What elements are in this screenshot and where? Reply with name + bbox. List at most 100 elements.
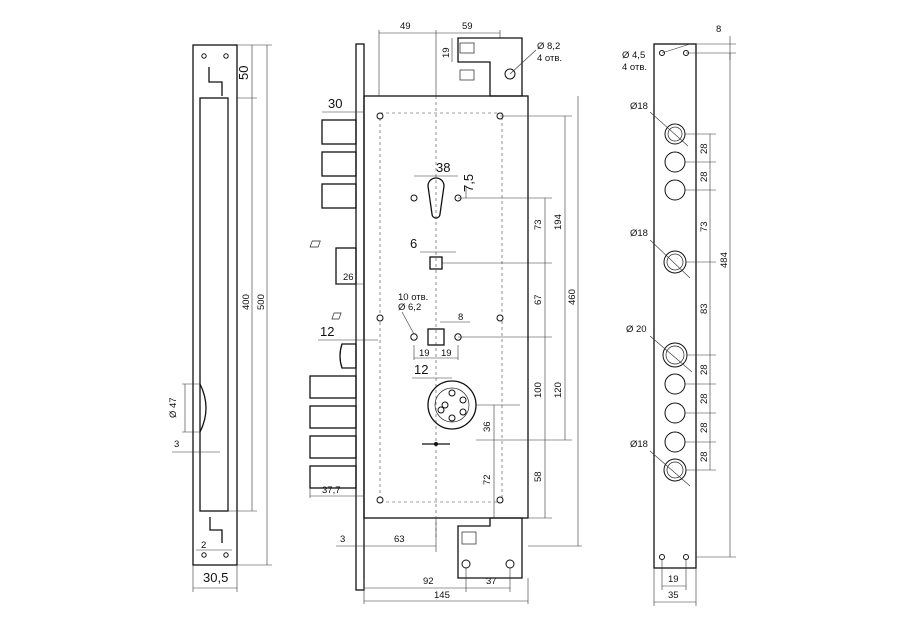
dim-label: Ø 47 xyxy=(168,397,179,418)
right-leader-line xyxy=(649,111,689,147)
front-hole-pattern xyxy=(379,112,503,503)
dim-label: 19 xyxy=(419,348,430,359)
dim-label: Ø18 xyxy=(630,439,648,450)
right-bolt-hole xyxy=(664,431,686,453)
dim-label: 36 xyxy=(482,421,493,432)
dim-label: 12 xyxy=(414,362,428,377)
front-mount-hole xyxy=(496,496,504,504)
front-gear-pin xyxy=(459,408,467,416)
dim-label: 28 xyxy=(699,143,710,154)
square-symbol xyxy=(331,312,342,320)
right-bolt-hole xyxy=(662,342,688,368)
front-bracket-slot xyxy=(459,69,475,81)
front-mount-hole xyxy=(376,112,384,120)
front-bolt xyxy=(321,151,357,177)
dim-label: 194 xyxy=(553,214,564,230)
right-mount-hole xyxy=(659,554,665,560)
dim-label: 500 xyxy=(256,294,267,310)
right-faceplate-outline xyxy=(653,43,697,569)
dim-label: 3 xyxy=(174,439,179,450)
dim-label: 6 xyxy=(410,236,417,251)
dim-label: 8 xyxy=(716,24,721,35)
dim-label: 58 xyxy=(533,471,544,482)
front-gear-pin xyxy=(437,406,445,414)
right-bolt-hole xyxy=(664,151,686,173)
right-mount-hole xyxy=(683,554,689,560)
dim-label: 145 xyxy=(434,590,450,601)
dim-label: 7,5 xyxy=(461,174,476,192)
front-gear-pin xyxy=(448,414,456,422)
front-gear-pin xyxy=(459,396,467,404)
left-cutout-arc xyxy=(199,383,207,433)
dim-label: 3 xyxy=(340,534,345,545)
front-faceplate-strip xyxy=(355,43,365,591)
left-hole xyxy=(201,552,207,558)
dim-label: 92 xyxy=(423,576,434,587)
right-leader-line xyxy=(649,450,691,487)
front-bolt xyxy=(309,405,357,429)
dim-label: 4 отв. xyxy=(622,62,647,73)
dim-label: 72 xyxy=(482,474,493,485)
dim-label: 73 xyxy=(533,219,544,230)
dim-label: 100 xyxy=(533,382,544,398)
front-bolt xyxy=(309,435,357,459)
dim-label: Ø 4,5 xyxy=(622,50,645,61)
dim-label: 26 xyxy=(343,272,354,283)
front-view: 49 59 19 Ø 8,2 4 отв. 30 38 7,5 6 26 73 xyxy=(309,21,582,604)
dim-label: 460 xyxy=(567,289,578,305)
front-small-latch xyxy=(339,343,357,369)
left-hole xyxy=(223,53,229,59)
front-lock-case xyxy=(363,95,529,519)
left-hole xyxy=(201,53,207,59)
front-bolt xyxy=(309,375,357,399)
dim-label: 2 xyxy=(201,540,206,551)
front-bolt xyxy=(309,465,357,489)
right-bolt-hole xyxy=(664,402,686,424)
front-mount-hole xyxy=(376,496,384,504)
front-spindle-square xyxy=(427,328,445,346)
dim-label: 63 xyxy=(394,534,405,545)
right-bolt-hole xyxy=(664,179,686,201)
front-mount-hole xyxy=(376,314,384,322)
dim-label: 30,5 xyxy=(203,570,228,585)
front-bracket-hole xyxy=(505,559,515,569)
dim-label: 73 xyxy=(699,221,710,232)
left-lock-body xyxy=(199,97,229,512)
dim-label: 28 xyxy=(699,364,710,375)
front-leader-line xyxy=(509,49,537,75)
front-cylinder-cutout xyxy=(427,177,445,219)
front-screw-hole xyxy=(410,333,418,341)
dim-label: 19 xyxy=(668,574,679,585)
dim-label: 10 отв. xyxy=(398,292,428,303)
right-latch-hole-inner xyxy=(666,253,684,271)
right-bolt-hole-inner xyxy=(665,345,685,365)
front-bracket-hole xyxy=(461,559,471,569)
front-top-bracket xyxy=(457,37,523,97)
dim-label: 400 xyxy=(241,294,252,310)
dim-label: Ø18 xyxy=(630,228,648,239)
dim-label: Ø18 xyxy=(630,101,648,112)
dim-label: 35 xyxy=(668,590,679,601)
dim-label: 4 отв. xyxy=(537,53,562,64)
right-leader-line xyxy=(649,335,693,373)
dim-label: 49 xyxy=(400,21,411,32)
dim-label: Ø 8,2 xyxy=(537,41,560,52)
dim-label: Ø 20 xyxy=(626,324,647,335)
dim-label: Ø 6,2 xyxy=(398,302,421,313)
front-bracket-slot xyxy=(461,531,477,545)
left-bottom-link xyxy=(209,517,223,543)
dim-label: 120 xyxy=(553,382,564,398)
left-side-view: 50 400 500 Ø 47 3 2 30,5 xyxy=(168,44,272,592)
right-faceplate-view: 8 Ø 4,5 4 отв. Ø18 Ø18 Ø 20 Ø18 28 28 73… xyxy=(622,24,736,606)
dim-label: 37,7 xyxy=(322,485,341,496)
dim-label: 28 xyxy=(699,451,710,462)
dim-label: 484 xyxy=(719,252,730,268)
right-leader-line xyxy=(661,43,691,54)
dim-label: 8 xyxy=(458,312,463,323)
dim-label: 38 xyxy=(436,160,450,175)
front-mount-hole xyxy=(496,314,504,322)
right-bolt-hole-inner xyxy=(667,126,683,142)
front-bottom-bracket xyxy=(457,517,523,579)
dim-label: 67 xyxy=(533,294,544,305)
